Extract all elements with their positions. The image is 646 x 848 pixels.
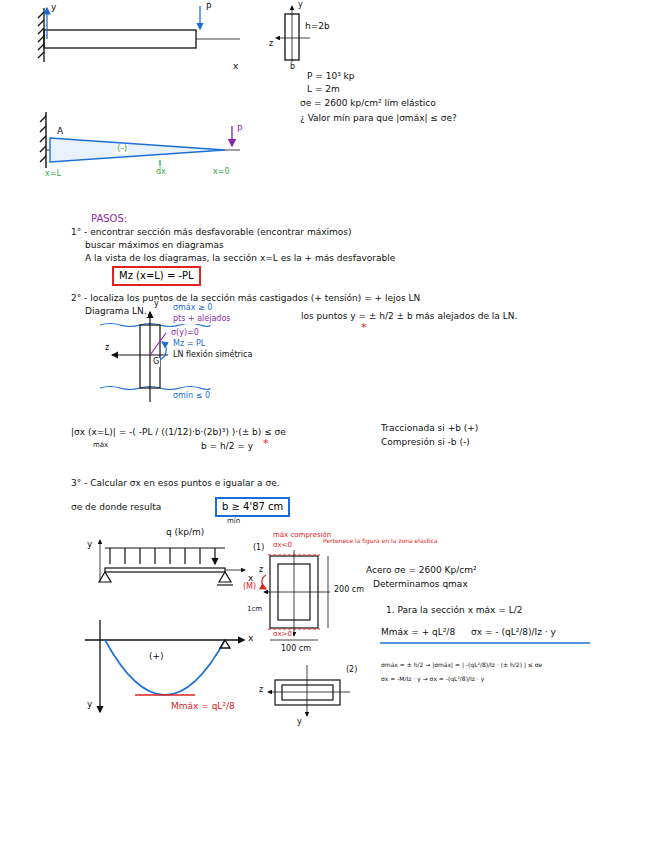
note-text: σx>0 <box>272 631 293 639</box>
note-text: G <box>152 358 160 367</box>
note-text: b <box>289 63 296 72</box>
note-text: σmáx = ± h/2 → |σmáx| = | -(qL²/8)/Iz · … <box>380 662 543 669</box>
result-text: b ≥ 4'87 cm <box>222 501 283 512</box>
note-text: 1° - encontrar sección más desfavorable … <box>70 228 353 238</box>
note-text: σ(y)=0 <box>170 329 200 338</box>
note-text: Traccionada si +b (+) <box>380 424 479 434</box>
note-text: pts + alejados <box>172 315 231 324</box>
note-text: y <box>50 3 57 13</box>
note-text: y <box>296 718 303 727</box>
note-text: 3° - Calcular σx en esos puntos e iguala… <box>70 479 281 489</box>
note-text: Pertenece la figura en la zona elástica <box>322 538 439 545</box>
note-text: σmáx ≥ 0 <box>172 304 213 313</box>
note-text: P = 10³ kp <box>306 72 356 82</box>
note-text: y <box>153 300 160 309</box>
note-text: y <box>86 540 93 550</box>
note-text: x=L <box>44 170 62 179</box>
note-text: A la vista de los diagramas, la sección … <box>84 254 396 264</box>
note-text: y <box>86 700 93 710</box>
note-text: (1) <box>252 544 265 553</box>
note-text: * <box>262 438 270 450</box>
note-text: A <box>56 127 64 137</box>
note-text: (-) <box>116 144 128 154</box>
note-text: LN flexión simétrica <box>172 351 253 360</box>
note-text: P <box>205 3 212 13</box>
note-text: σe de donde resulta <box>70 503 162 513</box>
note-text: σx = - (qL²/8)/Iz · y <box>470 628 557 638</box>
result-text: Mz (x=L) = -PL <box>119 270 194 281</box>
note-text: |σx (x=L)| = -( -PL / ((1/12)·b·(2b)³) )… <box>70 428 287 438</box>
note-text: Mmáx = qL²/8 <box>170 702 236 712</box>
note-text: Compresión si -b (-) <box>380 438 471 448</box>
note-text: z <box>268 40 274 49</box>
note-text: Determinamos qmax <box>372 580 469 590</box>
note-text: x=0 <box>212 168 231 177</box>
note-text: PASOS: <box>90 213 128 224</box>
note-text: máx <box>92 442 109 450</box>
note-text: h=2b <box>304 22 331 32</box>
result-box: Mz (x=L) = -PL <box>112 266 201 286</box>
note-text: z <box>258 686 264 695</box>
note-text: b = h/2 = y <box>200 442 254 452</box>
note-text: x <box>232 62 239 72</box>
result-box: b ≥ 4'87 cm <box>215 497 290 517</box>
note-text: Mmáx = + qL²/8 <box>380 628 456 638</box>
note-text: 200 cm <box>333 586 365 595</box>
note-text: Diagrama LN. <box>84 307 148 317</box>
note-text: P <box>236 125 243 135</box>
note-text: σmín ≤ 0 <box>172 392 211 401</box>
note-text: * <box>360 322 368 334</box>
note-text: L = 2m <box>306 85 341 95</box>
note-text: z <box>104 344 110 353</box>
note-text: dx <box>155 168 167 177</box>
note-text: σe = 2600 kp/cm² lím elástico <box>299 99 437 109</box>
note-text: ¿ Valor mín para que |σmáx| ≤ σe? <box>299 114 458 124</box>
note-text: x <box>247 634 254 644</box>
note-text: y <box>297 1 304 10</box>
note-text: σx<0 <box>272 542 293 550</box>
note-text: σx = -M/Iz · y → σx = -(qL²/8)/Iz · y <box>380 676 485 683</box>
note-text: 100 cm <box>280 645 312 654</box>
note-text: (M) <box>242 583 257 592</box>
note-text: buscar máximos en diagramas <box>84 241 225 251</box>
note-text: z <box>258 566 264 575</box>
note-text: q (kp/m) <box>165 528 205 538</box>
note-text: los puntos y = ± h/2 ± b más alejados de… <box>300 312 518 322</box>
note-text: (+) <box>148 652 165 662</box>
note-text: Mz = PL <box>172 340 206 349</box>
note-text: 1cm <box>246 606 263 614</box>
note-text: 2° - localiza los puntos de la sección m… <box>70 294 421 304</box>
note-text: mín <box>226 518 241 526</box>
note-text: Acero σe = 2600 Kp/cm² <box>365 566 478 576</box>
note-text: (2) <box>345 666 358 675</box>
note-text: 1. Para la sección x máx = L/2 <box>385 606 523 616</box>
